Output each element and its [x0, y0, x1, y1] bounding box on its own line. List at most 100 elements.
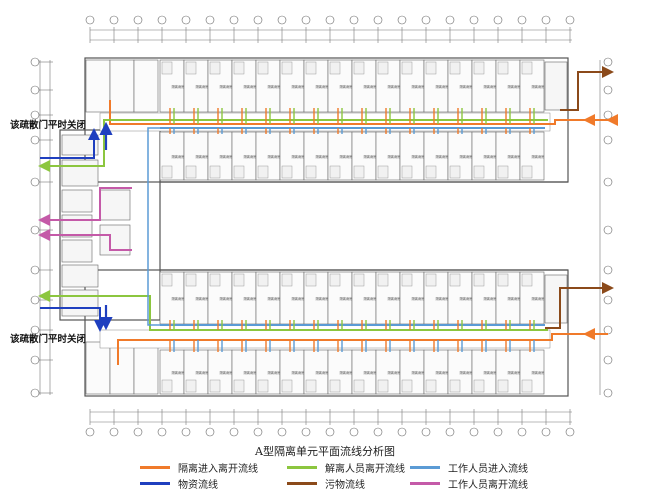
- axis-bubble: [30, 388, 40, 398]
- room-bathroom: [473, 379, 485, 393]
- room-label: 隔离病房: [364, 84, 377, 89]
- room-label: 隔离病房: [220, 84, 233, 89]
- room-label: 隔离病房: [484, 84, 497, 89]
- room-label: 隔离病房: [460, 296, 473, 301]
- room-bathroom: [521, 379, 533, 393]
- legend-swatch: [140, 465, 170, 469]
- axis-bubble: [469, 15, 479, 25]
- room-bathroom: [377, 379, 389, 393]
- legend-swatch: [287, 465, 317, 469]
- room-label: 隔离病房: [388, 84, 401, 89]
- axis-bubble: [541, 427, 551, 437]
- flow-lines: [38, 66, 618, 365]
- ward-rooms: [61, 59, 568, 395]
- legend-swatch: [410, 465, 440, 469]
- axis-bubble: [30, 85, 40, 95]
- room-label: 隔离病房: [508, 370, 521, 375]
- room-label: 隔离病房: [244, 296, 257, 301]
- room-bathroom: [425, 61, 437, 75]
- room-label: 隔离病房: [460, 370, 473, 375]
- room-label: 隔离病房: [484, 370, 497, 375]
- room-label: 隔离病房: [532, 296, 545, 301]
- axis-bubble: [397, 427, 407, 437]
- room-bathroom: [305, 379, 317, 393]
- legend-label: 隔离进入离开流线: [178, 463, 258, 475]
- axis-bubble: [603, 110, 613, 120]
- axis-bubble: [30, 177, 40, 187]
- axis-bubble: [253, 427, 263, 437]
- axis-bubble: [30, 325, 40, 335]
- room-label: 隔离病房: [436, 296, 449, 301]
- room-bathroom: [329, 61, 341, 75]
- room-bathroom: [497, 379, 509, 393]
- core-room: [61, 264, 99, 288]
- room-bathroom: [305, 273, 317, 287]
- axis-bubble: [277, 15, 287, 25]
- axis-bubble: [205, 427, 215, 437]
- diagram-title: A型隔离单元平面流线分析图: [255, 445, 395, 458]
- axis-bubble: [157, 427, 167, 437]
- room-label: 隔离病房: [460, 84, 473, 89]
- room-label: 隔离病房: [292, 154, 305, 159]
- room-bathroom: [425, 379, 437, 393]
- axis-bubble: [469, 427, 479, 437]
- floor-plan: 隔离病房隔离病房隔离病房隔离病房隔离病房隔离病房隔离病房隔离病房隔离病房隔离病房…: [30, 15, 618, 437]
- dimension-ticks: [37, 27, 571, 425]
- axis-bubble: [301, 15, 311, 25]
- room-bathroom: [329, 165, 341, 179]
- room-label: 隔离病房: [412, 296, 425, 301]
- room-bathroom: [449, 61, 461, 75]
- room-bathroom: [497, 165, 509, 179]
- room-bathroom: [425, 165, 437, 179]
- room-bathroom: [233, 165, 245, 179]
- room-bathroom: [233, 61, 245, 75]
- room-bathroom: [281, 165, 293, 179]
- axis-bubble: [421, 15, 431, 25]
- ward-room: [109, 341, 135, 395]
- legend-label: 工作人员进入流线: [448, 463, 528, 475]
- room-bathroom: [281, 273, 293, 287]
- room-label: 隔离病房: [316, 296, 329, 301]
- staff-out-flow-1: [38, 187, 132, 226]
- released-flow-top: [38, 119, 548, 172]
- axis-bubble: [30, 355, 40, 365]
- axis-bubble: [349, 427, 359, 437]
- room-label: 隔离病房: [196, 296, 209, 301]
- room-bathroom: [257, 165, 269, 179]
- room-bathroom: [161, 165, 173, 179]
- axis-bubble: [325, 15, 335, 25]
- room-bathroom: [353, 61, 365, 75]
- room-bathroom: [377, 61, 389, 75]
- room-label: 隔离病房: [292, 370, 305, 375]
- room-label: 隔离病房: [412, 370, 425, 375]
- room-label: 隔离病房: [364, 296, 377, 301]
- room-label: 隔离病房: [196, 370, 209, 375]
- legend-item-waste: 污物流线: [287, 476, 365, 491]
- room-label: 隔离病房: [412, 154, 425, 159]
- core-room: [61, 289, 99, 317]
- room-label: 隔离病房: [220, 296, 233, 301]
- axis-bubble: [277, 427, 287, 437]
- room-label: 隔离病房: [292, 296, 305, 301]
- legend-swatch: [140, 481, 170, 485]
- axis-bubble: [30, 265, 40, 275]
- axis-bubble: [109, 427, 119, 437]
- room-bathroom: [329, 273, 341, 287]
- room-label: 隔离病房: [364, 370, 377, 375]
- core-room: [99, 189, 131, 221]
- room-label: 隔离病房: [340, 154, 353, 159]
- axis-bubble: [493, 427, 503, 437]
- room-label: 隔离病房: [268, 370, 281, 375]
- axis-bubble: [133, 427, 143, 437]
- room-label: 隔离病房: [316, 370, 329, 375]
- room-bathroom: [401, 379, 413, 393]
- door-note-top: 该疏散门平时关闭: [10, 120, 87, 131]
- room-bathroom: [449, 379, 461, 393]
- axis-bubble: [603, 85, 613, 95]
- room-label: 隔离病房: [340, 296, 353, 301]
- room-bathroom: [473, 61, 485, 75]
- room-bathroom: [209, 61, 221, 75]
- room-bathroom: [185, 273, 197, 287]
- legend-label: 物资流线: [178, 479, 218, 491]
- room-bathroom: [329, 379, 341, 393]
